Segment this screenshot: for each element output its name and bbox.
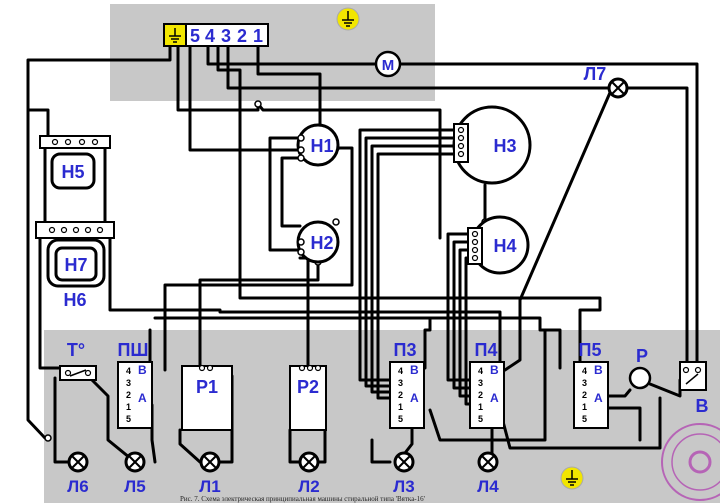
switch-pin-5: 5 [126, 414, 131, 424]
lamp-l3: Л3 [393, 451, 415, 496]
heater-h7-label: Н7 [64, 255, 87, 275]
relay-r1-label: Р1 [196, 377, 218, 397]
regulator: Р [628, 346, 652, 390]
switch-pin-3: 3 [398, 378, 403, 388]
switch-pin-2: 2 [398, 390, 403, 400]
relay-r2-label: Р2 [297, 377, 319, 397]
terminal-pin-4: 4 [205, 26, 215, 46]
lamp-l2-label: Л2 [298, 477, 319, 496]
pump-h4-label: Н4 [493, 236, 516, 256]
switch-contact-a: А [138, 391, 147, 405]
switch-pin-1: 1 [582, 402, 587, 412]
switch-psh: ПШ 4 3 2 1 5 В А [117, 340, 153, 429]
junction-dot [332, 218, 340, 226]
switch-v: В [679, 361, 709, 416]
terminal-pin-2: 2 [237, 26, 247, 46]
relay-r1: Р1 [181, 364, 233, 431]
thermostat-label: T° [67, 340, 85, 360]
switch-contact-b: В [138, 363, 147, 377]
switch-pin-5: 5 [582, 414, 587, 424]
terminal-block: 5 4 3 2 1 [163, 23, 269, 47]
lamp-l4: Л4 [477, 451, 499, 496]
pump-h4: Н4 [467, 215, 530, 275]
lamp-l3-label: Л3 [393, 477, 414, 496]
switch-pin-2: 2 [126, 390, 131, 400]
lamp-l1-label: Л1 [199, 477, 220, 496]
ground-icon [336, 7, 360, 31]
pump-h2-label: Н2 [310, 233, 333, 253]
switch-pin-1: 1 [126, 402, 131, 412]
switch-p4-label: П4 [475, 340, 498, 360]
lamp-l7-label: Л7 [584, 64, 607, 84]
ground-icon [169, 28, 181, 43]
switch-pin-4: 4 [398, 366, 403, 376]
switch-pin-5: 5 [478, 414, 483, 424]
switch-pin-2: 2 [582, 390, 587, 400]
switch-p4: П4 4 3 2 1 5 В А [469, 340, 505, 429]
lamp-l6: Л6 [67, 451, 89, 496]
switch-contact-b: В [594, 363, 603, 377]
figure-caption: Рис. 7. Схема электрическая принципиальн… [180, 495, 425, 503]
switch-pin-3: 3 [582, 378, 587, 388]
lamp-l2: Л2 [298, 451, 320, 496]
heater-h5: Н5 [39, 135, 111, 190]
switch-contact-b: В [410, 363, 419, 377]
terminal-pin-3: 3 [221, 26, 231, 46]
switch-pin-4: 4 [582, 366, 587, 376]
heater-h5-label: Н5 [61, 162, 84, 182]
lamp-l7: Л7 [584, 64, 629, 99]
switch-p3: П3 4 3 2 1 5 В А [389, 340, 425, 429]
lamp-l1: Л1 [199, 451, 221, 496]
motor-label: M [382, 57, 395, 74]
switch-p3-label: П3 [394, 340, 417, 360]
junction-dot [254, 100, 262, 108]
pump-h1: Н1 [296, 123, 340, 167]
stamp-seal [661, 423, 720, 501]
switch-contact-a: А [410, 391, 419, 405]
pump-h3-label: Н3 [493, 136, 516, 156]
wires [26, 44, 699, 464]
switch-pin-5: 5 [398, 414, 403, 424]
switch-pin-2: 2 [478, 390, 483, 400]
switch-contact-a: А [594, 391, 603, 405]
lamp-l5: Л5 [124, 451, 146, 496]
lamp-l6-label: Л6 [67, 477, 88, 496]
ground-icon [560, 466, 584, 490]
terminal-pin-1: 1 [253, 26, 263, 46]
pump-h1-label: Н1 [310, 136, 333, 156]
switch-p5: П5 4 3 2 1 5 В А [573, 340, 609, 429]
heater-h6-label: Н6 [63, 290, 86, 310]
thermostat: T° [59, 340, 97, 381]
regulator-label: Р [636, 346, 648, 366]
motor: M [374, 50, 402, 78]
switch-pin-4: 4 [478, 366, 483, 376]
switch-pin-4: 4 [126, 366, 131, 376]
switch-p5-label: П5 [579, 340, 602, 360]
switch-contact-b: В [490, 363, 499, 377]
switch-pin-1: 1 [398, 402, 403, 412]
lamp-l5-label: Л5 [124, 477, 145, 496]
lamp-l4-label: Л4 [477, 477, 499, 496]
pump-h2: Н2 [296, 220, 340, 264]
terminal-pin-5: 5 [190, 26, 200, 46]
switch-v-label: В [696, 396, 709, 416]
switch-contact-a: А [490, 391, 499, 405]
junction-dot [44, 434, 52, 442]
heater-h7: Н7 [35, 221, 115, 288]
switch-pin-3: 3 [478, 378, 483, 388]
relay-r2: Р2 [289, 364, 327, 431]
switch-pin-3: 3 [126, 378, 131, 388]
pump-h3: Н3 [452, 105, 532, 185]
switch-psh-label: ПШ [117, 340, 148, 360]
switch-pin-1: 1 [478, 402, 483, 412]
top-panel [110, 4, 435, 101]
